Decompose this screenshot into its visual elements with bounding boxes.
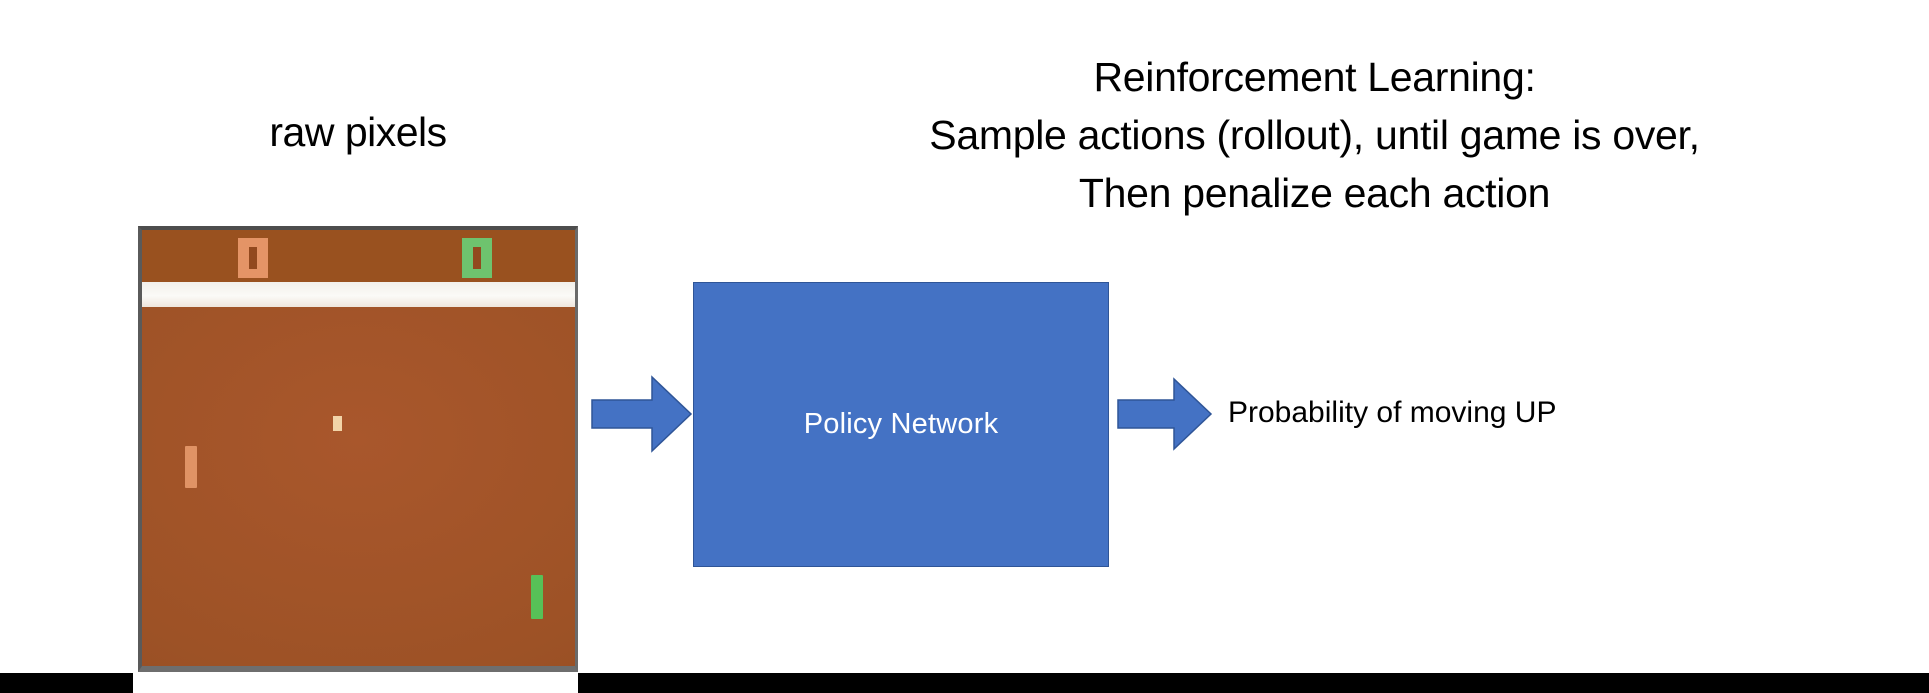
score-band [142,230,575,282]
arrow-input-to-policy-icon [591,375,693,453]
game-ball [333,416,342,431]
letterbox-bar-right [578,673,1929,693]
game-playfield [142,230,575,666]
policy-network-label: Policy Network [803,408,999,440]
slide-title: Reinforcement Learning: Sample actions (… [700,48,1929,223]
policy-network-box: Policy Network [693,282,1109,567]
score-left-glyph [249,247,257,269]
paddle-left-opponent [185,446,197,488]
paddle-right-agent [531,575,543,619]
title-line-3: Then penalize each action [1078,170,1551,217]
score-left-digit [238,238,268,278]
title-line-1: Reinforcement Learning: [1093,54,1536,100]
score-right-glyph [473,247,481,269]
title-line-2: Sample actions (rollout), until game is … [929,112,1700,159]
letterbox-bar-left [0,673,133,693]
raw-pixels-caption: raw pixels [269,109,447,155]
arrow-policy-to-output-icon [1117,377,1213,451]
output-probability-label: Probability of moving UP [1228,396,1557,429]
pong-game-screen [138,226,578,672]
net-divider-line [142,282,575,307]
score-right-digit [462,238,492,278]
